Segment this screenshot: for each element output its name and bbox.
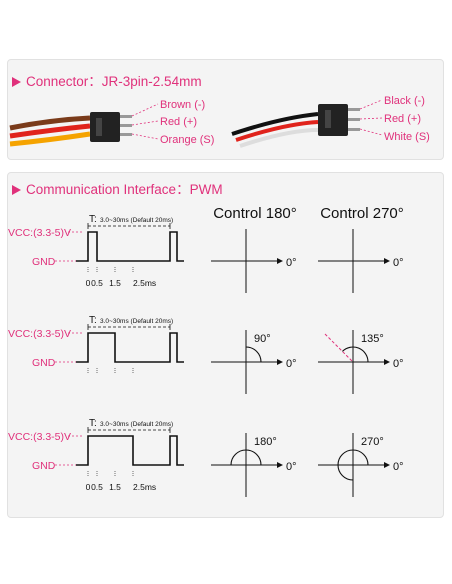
vcc-label: VCC:(3.3-5)V: [8, 328, 71, 340]
diagonal-guide: [324, 333, 354, 363]
zero-angle-label: 0°: [393, 461, 404, 473]
rotation-angle-label: 135°: [361, 333, 384, 345]
period-text: 3.0~30ms (Default 20ms): [100, 421, 173, 428]
axis-arrowhead: [384, 258, 390, 264]
time-tick-label: 0.5: [91, 278, 103, 288]
arrow-icon: [12, 77, 21, 87]
period-prefix: T:: [89, 315, 97, 326]
period-prefix: T:: [89, 418, 97, 429]
wire-label-orange: Orange (S): [160, 134, 214, 146]
column-heading-180: Control 180°: [213, 205, 297, 222]
time-tick-label: 0: [86, 482, 91, 492]
time-tick-label: 1.5: [109, 278, 121, 288]
axis-arrowhead: [277, 359, 283, 365]
pwm-waveform: [76, 231, 184, 262]
axis-arrowhead: [277, 258, 283, 264]
pwm-waveform: [76, 435, 184, 466]
interface-panel: [7, 172, 444, 518]
zero-angle-label: 0°: [286, 358, 297, 370]
wire-label-black: Black (-): [384, 95, 425, 107]
left-cable: [9, 103, 159, 147]
time-tick-label: 0: [86, 278, 91, 288]
zero-angle-label: 0°: [393, 257, 404, 269]
rotation-angle-label: 90°: [254, 333, 271, 345]
period-text: 3.0~30ms (Default 20ms): [100, 318, 173, 325]
interface-heading: Communication Interface：PWM: [12, 178, 223, 198]
gnd-label: GND: [32, 357, 56, 369]
connector-heading: Connector：JR-3pin-2.54mm: [12, 70, 202, 90]
time-tick-label: 2.5ms: [133, 482, 156, 492]
axis-arrowhead: [277, 462, 283, 468]
zero-angle-label: 0°: [393, 358, 404, 370]
rotation-arc: [337, 449, 369, 481]
rotation-arc: [245, 346, 262, 363]
connector-panel: [7, 59, 444, 160]
axis-arrowhead: [384, 462, 390, 468]
gnd-label: GND: [32, 460, 56, 472]
wire-label-red-right: Red (+): [384, 113, 421, 125]
rotation-arc: [230, 449, 262, 466]
period-prefix: T:: [89, 214, 97, 225]
wire-label-white: White (S): [384, 131, 430, 143]
vcc-label: VCC:(3.3-5)V: [8, 227, 71, 239]
right-cable: [231, 99, 383, 148]
vcc-label: VCC:(3.3-5)V: [8, 431, 71, 443]
zero-angle-label: 0°: [286, 461, 297, 473]
time-tick-label: 2.5ms: [133, 278, 156, 288]
rotation-angle-label: 180°: [254, 436, 277, 448]
column-heading-270: Control 270°: [320, 205, 404, 222]
rotation-arc: [342, 346, 369, 363]
pwm-waveform: [76, 332, 184, 363]
time-tick-label: 1.5: [109, 482, 121, 492]
rotation-angle-label: 270°: [361, 436, 384, 448]
wire-label-brown: Brown (-): [160, 99, 205, 111]
axis-arrowhead: [384, 359, 390, 365]
time-tick-label: 0.5: [91, 482, 103, 492]
arrow-icon: [12, 185, 21, 195]
zero-angle-label: 0°: [286, 257, 297, 269]
wire-label-red-left: Red (+): [160, 116, 197, 128]
period-text: 3.0~30ms (Default 20ms): [100, 217, 173, 224]
gnd-label: GND: [32, 256, 56, 268]
